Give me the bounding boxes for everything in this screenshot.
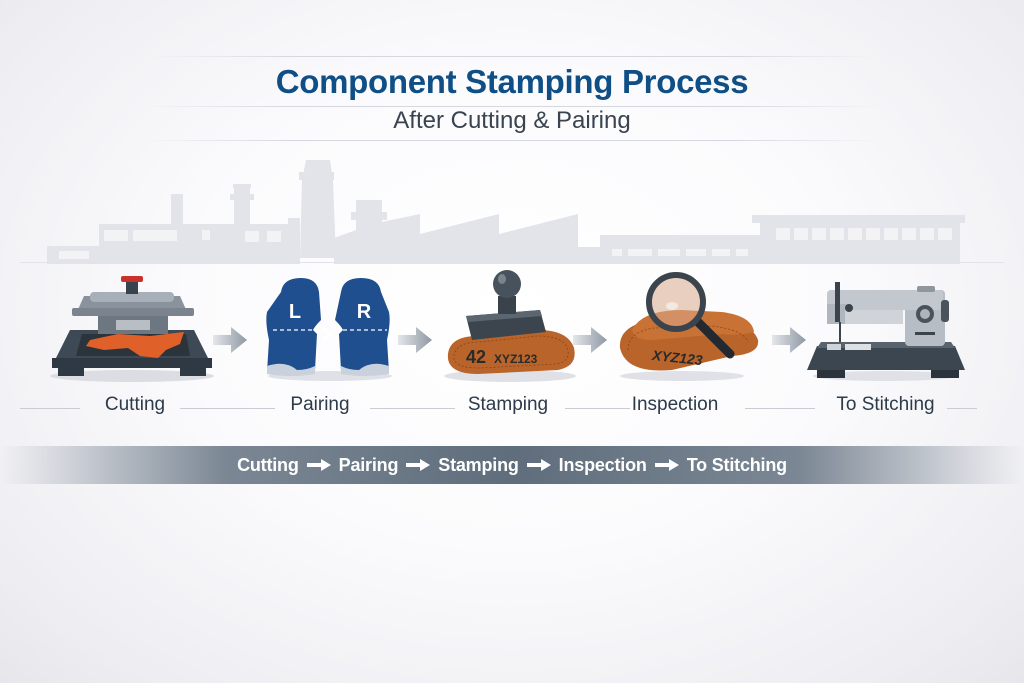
title-rule-bottom: [140, 140, 884, 141]
stamp-code-text: XYZ123: [494, 352, 538, 366]
arrow-right-icon: [573, 327, 607, 353]
step-label-stamping: Stamping: [467, 394, 549, 415]
arrow-right-icon: [772, 327, 806, 353]
arrow-right-icon: [406, 459, 431, 471]
label-divider: [565, 408, 630, 409]
step-label-to-stitching: To Stitching: [836, 394, 935, 415]
label-divider: [947, 408, 977, 409]
step-label-inspection: Inspection: [631, 394, 719, 415]
summary-item-to-stitching: To Stitching: [686, 454, 787, 475]
page-title: Component Stamping Process: [275, 63, 749, 100]
left-mark: L: [289, 301, 301, 323]
step-label-cutting: Cutting: [104, 394, 166, 415]
label-divider: [20, 408, 80, 409]
summary-item-cutting: Cutting: [237, 454, 299, 475]
summary-item-stamping: Stamping: [438, 454, 519, 475]
summary-flow: Cutting Pairing Stamping Inspection To S…: [237, 455, 787, 476]
magnifier-inspection-icon: XYZ123: [619, 272, 759, 381]
step-label-pairing: Pairing: [290, 394, 350, 415]
arrow-right-icon: [526, 459, 551, 471]
summary-item-inspection: Inspection: [558, 454, 647, 475]
arrow-right-icon: [398, 327, 432, 353]
stamp-size-text: 42: [466, 347, 486, 367]
step-cutting: Cutting: [40, 270, 230, 430]
summary-item-pairing: Pairing: [338, 454, 399, 475]
process-steps: Cutting L R Pairing 42 XYZ: [0, 270, 1024, 430]
summary-flow-bar: Cutting Pairing Stamping Inspection To S…: [0, 446, 1024, 484]
inspection-code-text: XYZ123: [650, 347, 703, 368]
step-to-stitching: To Stitching: [805, 270, 970, 430]
step-stamping: 42 XYZ123 Stamping: [438, 270, 588, 430]
factory-skyline-icon: [47, 160, 965, 264]
title-block: Component Stamping Process After Cutting…: [0, 62, 1024, 136]
arrow-right-icon: [213, 327, 247, 353]
label-divider: [745, 408, 815, 409]
page-subtitle: After Cutting & Pairing: [393, 107, 631, 134]
step-inspection: XYZ123 Inspection: [612, 270, 762, 430]
die-cutting-press-icon: [50, 276, 214, 382]
step-pairing: L R Pairing: [255, 270, 405, 430]
label-divider: [370, 408, 455, 409]
skyline-baseline: [20, 262, 1004, 263]
title-rule-middle: [140, 106, 884, 107]
title-rule-top: [150, 56, 874, 57]
right-mark: R: [357, 301, 372, 323]
left-right-pair-icon: L R: [266, 278, 392, 381]
label-divider: [180, 408, 275, 409]
sewing-machine-icon: [807, 282, 965, 381]
arrow-right-icon: [306, 459, 331, 471]
arrow-right-icon: [654, 459, 679, 471]
rubber-stamp-icon: 42 XYZ123: [444, 270, 576, 382]
